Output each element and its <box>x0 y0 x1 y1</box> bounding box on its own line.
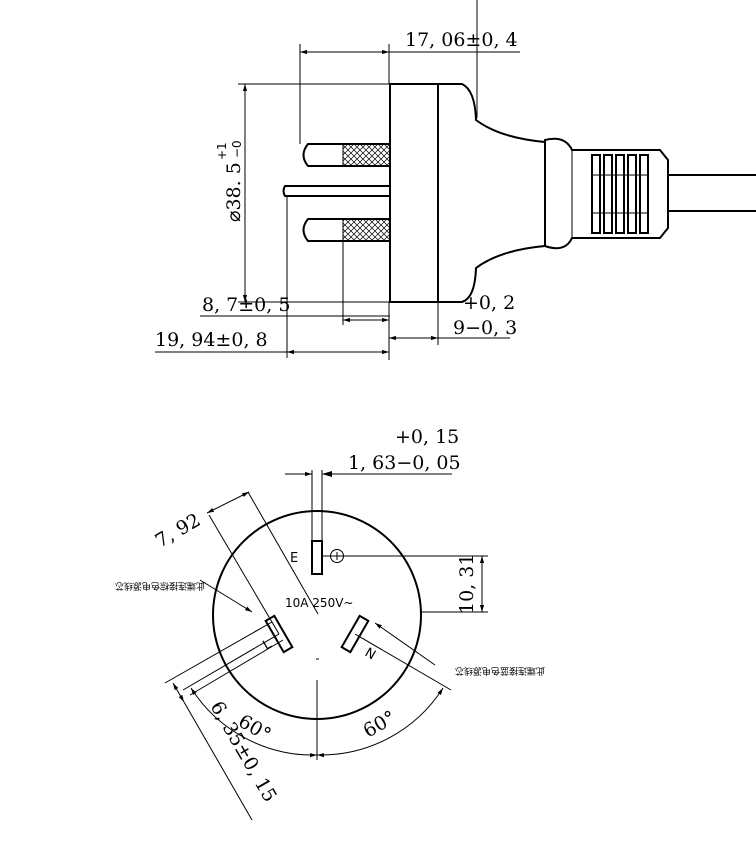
diag-dim-label: 7, 92 <box>152 509 205 552</box>
side-view: 17, 06±0, 4 ⌀38. 5 +1 −0 8, 7±0, 5 19, 9… <box>155 0 756 360</box>
diameter-tol-lower: −0 <box>230 140 244 158</box>
earth-label: E <box>290 551 298 566</box>
diameter-tol-upper: +1 <box>215 142 229 160</box>
note-right: 此端连接蓝色电源线芯 <box>455 665 545 677</box>
face-tol-upper: +0, 2 <box>463 292 515 314</box>
earth-pin <box>311 540 323 575</box>
pin-length-dim-label: 8, 7±0, 5 <box>202 294 290 316</box>
plug-molded-back <box>438 83 546 303</box>
neutral-label: N <box>362 645 378 663</box>
pin-upper <box>302 143 391 167</box>
plug-face-body <box>389 83 439 303</box>
angle-arc-left <box>190 687 318 758</box>
face-dim-label: 9−0, 3 <box>453 317 517 339</box>
width-dim-label: 17, 06±0, 4 <box>405 29 518 51</box>
overall-length-dim-label: 19, 94±0, 8 <box>155 329 268 351</box>
note-left: 此端连接棕色电源线芯 <box>115 580 205 592</box>
earth-width-dim-label: 1, 63−0, 05 <box>348 452 461 474</box>
angle-right-label: 60° <box>360 706 400 742</box>
live-label: L <box>261 636 275 653</box>
earth-width-tol: +0, 15 <box>395 426 459 448</box>
earth-offset-dim-label: 10, 31 <box>456 554 478 614</box>
angle-arc-right <box>316 687 444 758</box>
pin-lower <box>302 218 391 242</box>
pin-earth <box>282 185 390 197</box>
face-view: E L N 10A 250V~ +0, 15 1, 63−0, 05 10, 3… <box>115 426 545 821</box>
rating-label: 10A 250V~ <box>285 596 353 610</box>
strain-relief-ribs <box>591 154 649 234</box>
diameter-dim-label: ⌀38. 5 <box>223 162 245 222</box>
strain-relief <box>544 137 669 250</box>
